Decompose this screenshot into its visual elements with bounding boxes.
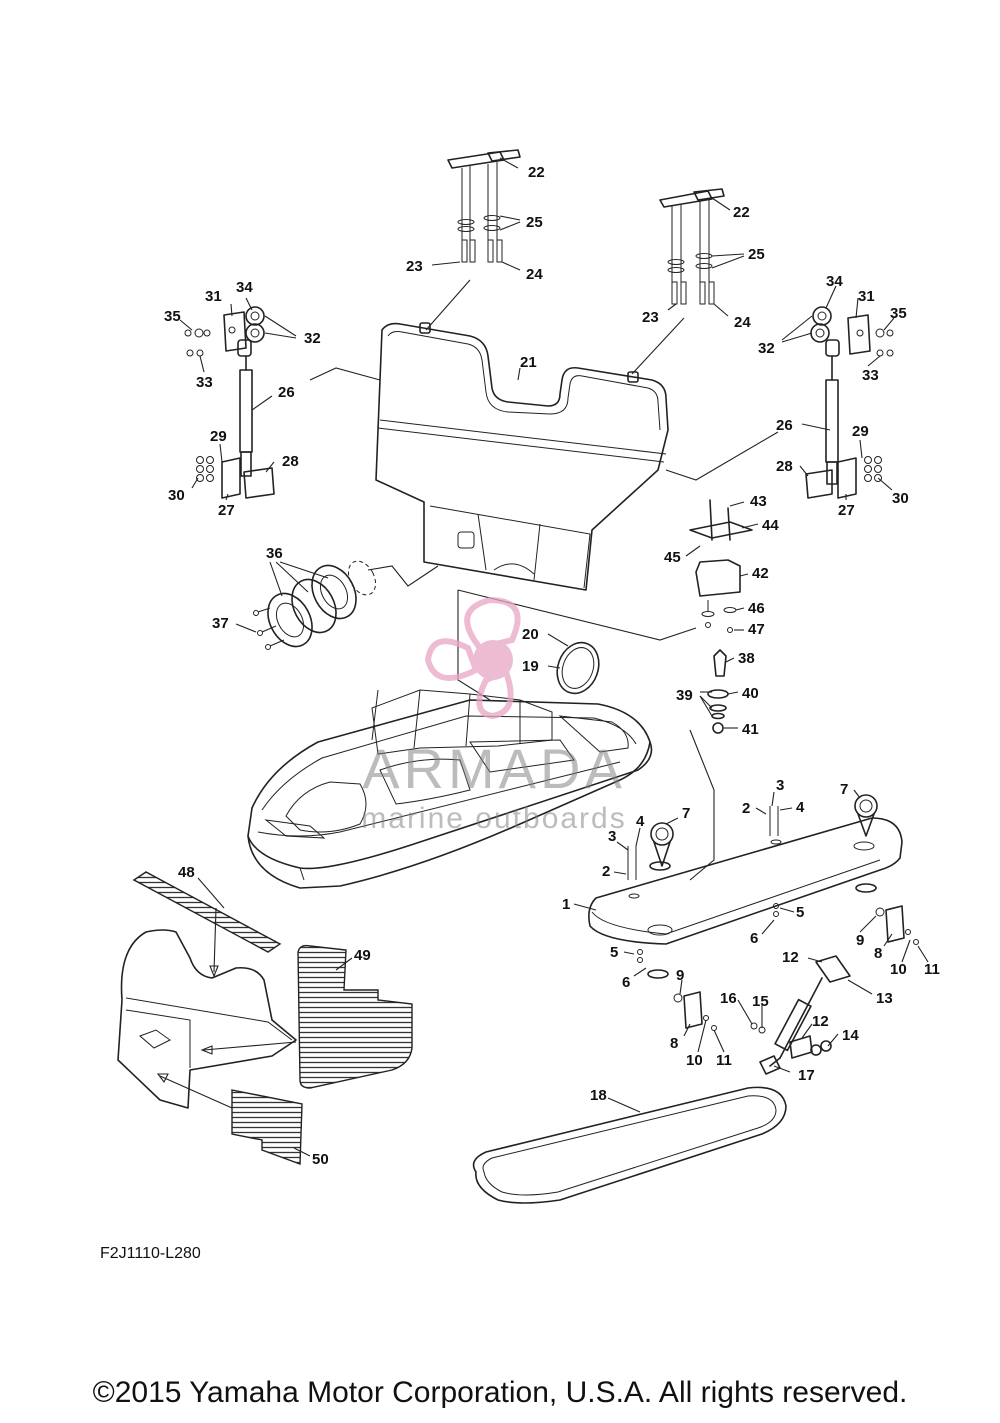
callout-32: 32 bbox=[304, 330, 321, 347]
callout-49: 49 bbox=[354, 947, 371, 964]
callout-6: 6 bbox=[750, 930, 758, 947]
callout-23: 23 bbox=[642, 309, 659, 326]
callout-40: 40 bbox=[742, 685, 759, 702]
callout-41: 41 bbox=[742, 721, 759, 738]
callout-10: 10 bbox=[890, 961, 907, 978]
callout-9: 9 bbox=[856, 932, 864, 949]
callout-28: 28 bbox=[282, 453, 299, 470]
callout-29: 29 bbox=[852, 423, 869, 440]
watermark: ARMADA marine outboards bbox=[361, 596, 626, 835]
callout-43: 43 bbox=[750, 493, 767, 510]
watermark-brand: ARMADA bbox=[362, 737, 626, 800]
callout-4: 4 bbox=[796, 799, 805, 816]
watermark-tagline: marine outboards bbox=[361, 802, 626, 835]
callout-2: 2 bbox=[742, 800, 750, 817]
callout-15: 15 bbox=[752, 993, 769, 1010]
callout-11: 11 bbox=[924, 961, 940, 978]
seal-ring bbox=[556, 641, 600, 695]
callout-36: 36 bbox=[266, 545, 283, 562]
callout-31: 31 bbox=[858, 288, 875, 305]
callout-7: 7 bbox=[682, 805, 690, 822]
callout-30: 30 bbox=[892, 490, 909, 507]
callout-3: 3 bbox=[608, 828, 616, 845]
callout-2: 2 bbox=[602, 863, 610, 880]
callout-1: 1 bbox=[562, 896, 570, 913]
callout-34: 34 bbox=[236, 279, 253, 296]
hatch-bracket bbox=[689, 499, 753, 734]
callout-19: 19 bbox=[522, 658, 539, 675]
gas-strut-left bbox=[184, 306, 275, 499]
callout-20: 20 bbox=[522, 626, 539, 643]
callout-29: 29 bbox=[210, 428, 227, 445]
callout-46: 46 bbox=[748, 600, 765, 617]
callout-22: 22 bbox=[733, 204, 750, 221]
callout-32: 32 bbox=[758, 340, 775, 357]
callout-23: 23 bbox=[406, 258, 423, 275]
callout-4: 4 bbox=[636, 813, 645, 830]
callout-28: 28 bbox=[776, 458, 793, 475]
hinge-set-left bbox=[447, 149, 521, 263]
callout-3: 3 bbox=[776, 777, 784, 794]
callout-13: 13 bbox=[876, 990, 893, 1007]
callout-11: 11 bbox=[716, 1052, 732, 1069]
callout-17: 17 bbox=[798, 1067, 815, 1084]
engine-hatch-cover bbox=[375, 322, 669, 591]
diagram-code: F2J1110-L280 bbox=[100, 1245, 201, 1262]
callout-14: 14 bbox=[842, 1027, 859, 1044]
watermark-propeller-logo bbox=[424, 596, 521, 720]
callout-33: 33 bbox=[862, 367, 879, 384]
callout-39: 39 bbox=[676, 687, 693, 704]
callout-5: 5 bbox=[796, 904, 804, 921]
callout-8: 8 bbox=[670, 1035, 678, 1052]
callout-30: 30 bbox=[168, 487, 185, 504]
hinge-set-right bbox=[659, 188, 725, 305]
callout-26: 26 bbox=[278, 384, 295, 401]
callout-35: 35 bbox=[890, 305, 907, 322]
callout-16: 16 bbox=[720, 990, 737, 1007]
callout-25: 25 bbox=[748, 246, 765, 263]
callout-21: 21 bbox=[520, 354, 537, 371]
carpet-set bbox=[117, 871, 413, 1165]
callout-35: 35 bbox=[164, 308, 181, 325]
callout-27: 27 bbox=[838, 502, 855, 519]
boat-hull bbox=[247, 689, 653, 889]
gas-strut-right bbox=[805, 306, 894, 499]
callout-37: 37 bbox=[212, 615, 229, 632]
callout-12: 12 bbox=[782, 949, 799, 966]
callout-9: 9 bbox=[676, 967, 684, 984]
callout-47: 47 bbox=[748, 621, 765, 638]
callout-44: 44 bbox=[762, 517, 779, 534]
callout-50: 50 bbox=[312, 1151, 329, 1168]
access-port-rings bbox=[253, 560, 377, 650]
callout-27: 27 bbox=[218, 502, 235, 519]
callout-10: 10 bbox=[686, 1052, 703, 1069]
callout-24: 24 bbox=[526, 266, 543, 283]
callout-26: 26 bbox=[776, 417, 793, 434]
callout-22: 22 bbox=[528, 164, 545, 181]
callout-6: 6 bbox=[622, 974, 630, 991]
callout-31: 31 bbox=[205, 288, 222, 305]
callout-48: 48 bbox=[178, 864, 195, 881]
callout-42: 42 bbox=[752, 565, 769, 582]
callout-8: 8 bbox=[874, 945, 882, 962]
callout-38: 38 bbox=[738, 650, 755, 667]
leader-lines bbox=[156, 157, 929, 1157]
callout-12: 12 bbox=[812, 1013, 829, 1030]
callout-18: 18 bbox=[590, 1087, 607, 1104]
callout-7: 7 bbox=[840, 781, 848, 798]
seat-base bbox=[588, 794, 903, 979]
callout-24: 24 bbox=[734, 314, 751, 331]
callout-33: 33 bbox=[196, 374, 213, 391]
copyright-notice: ©2015 Yamaha Motor Corporation, U.S.A. A… bbox=[92, 1376, 908, 1409]
callout-5: 5 bbox=[610, 944, 618, 961]
seal-strip bbox=[472, 1086, 787, 1204]
callout-34: 34 bbox=[826, 273, 843, 290]
callouts: 22 25 23 24 22 25 23 24 34 31 35 32 33 2… bbox=[164, 164, 940, 1168]
callout-25: 25 bbox=[526, 214, 543, 231]
callout-45: 45 bbox=[664, 549, 681, 566]
